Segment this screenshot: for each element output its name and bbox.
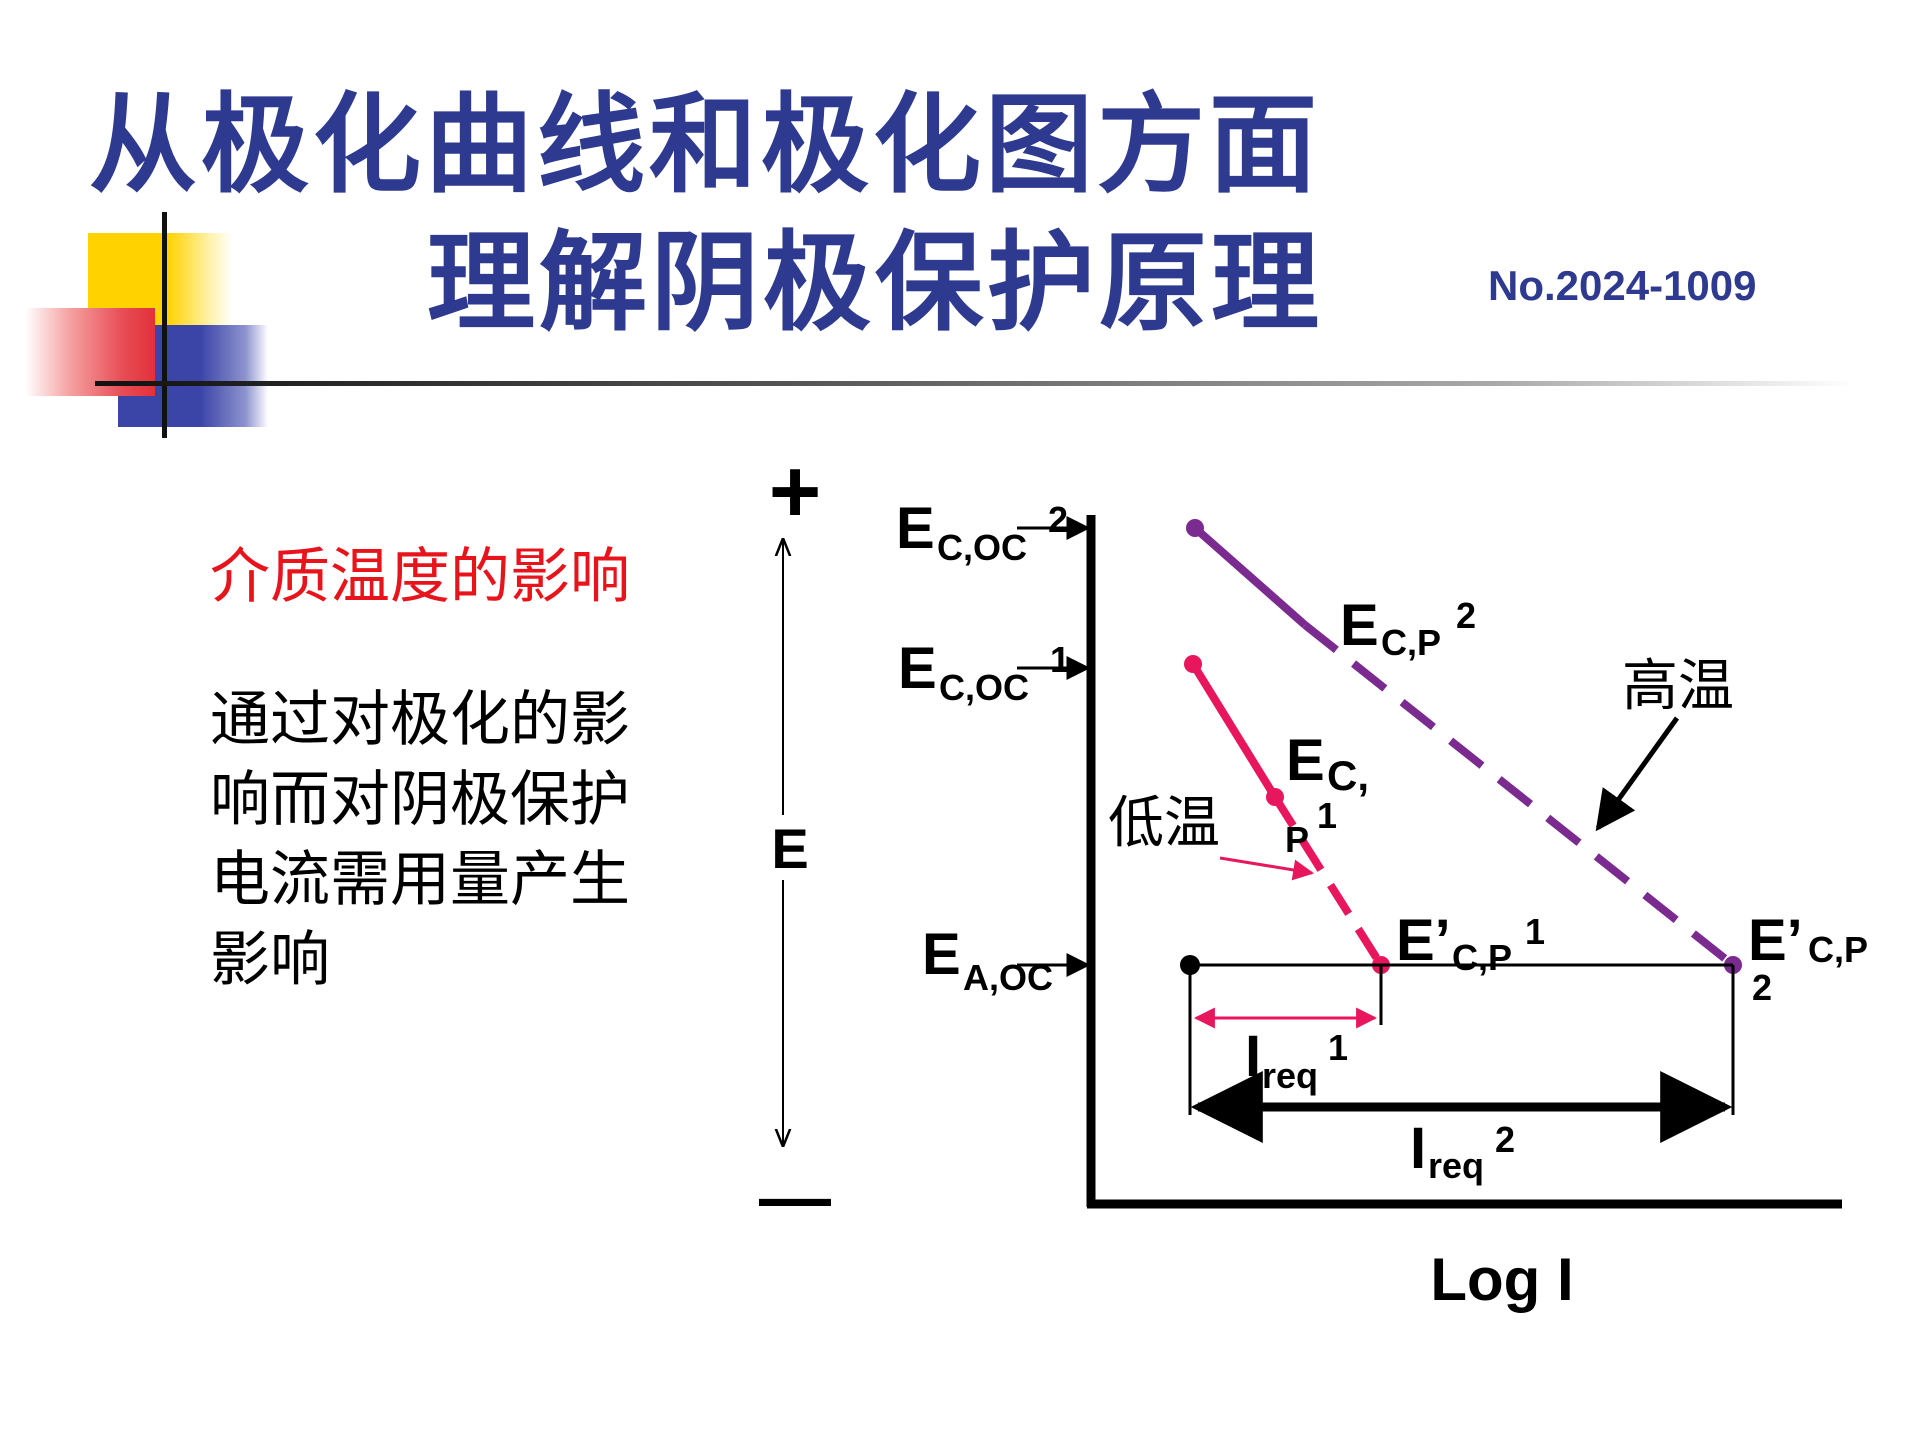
body-line: 电流需用量产生: [210, 845, 630, 915]
slide-title-line1: 从极化曲线和极化图方面: [88, 83, 1321, 208]
low-temp-start-point: [1184, 655, 1202, 673]
label-sup: 2: [1495, 1119, 1515, 1160]
body-paragraph: 通过对极化的影 响而对阴极保护 电流需用量产生 影响: [210, 680, 680, 1000]
label-e-c-oc2: E C,OC 2: [896, 496, 1068, 568]
low-temp-solid-segment: [1189, 661, 1279, 800]
label-sub: C,OC: [937, 527, 1027, 568]
body-line: 响而对阴极保护: [210, 765, 630, 835]
low-temp-mid-point: [1266, 788, 1284, 806]
label-main: E: [1340, 593, 1379, 658]
label-main: E: [898, 636, 937, 701]
label-sup: 1: [1525, 911, 1545, 952]
label-sub: C,P: [1381, 622, 1441, 663]
minus-sign: —: [759, 1158, 831, 1238]
label-i-req1: I req 1: [1245, 1024, 1348, 1096]
label-e-c-p2: E C,P 2: [1340, 593, 1476, 663]
label-sub: A,OC: [963, 957, 1053, 998]
label-sup: 2: [1048, 499, 1068, 540]
label-sup: 1: [1328, 1027, 1348, 1068]
e-axis-label: E: [771, 817, 808, 880]
label-e-c-p1: E C, P 1: [1285, 728, 1369, 860]
label-sub: C,P: [1808, 929, 1868, 970]
label-e-a-oc: E A,OC: [922, 922, 1053, 998]
deco-horizontal-rule: [95, 381, 1855, 386]
label-sub: req: [1262, 1055, 1318, 1096]
label-main: E: [922, 922, 961, 987]
x-axis-label: Log I: [1430, 1246, 1573, 1313]
label-sup: 1: [1317, 795, 1337, 836]
label-sub: 2: [1752, 967, 1772, 1008]
label-e-prime-c-p2: E’ C,P 2: [1748, 908, 1868, 1008]
label-main: E’: [1748, 908, 1803, 973]
label-e-prime-c-p1: E’ C,P 1: [1396, 908, 1545, 978]
label-main: E: [896, 496, 935, 561]
label-main: I: [1245, 1024, 1261, 1089]
high-temp-label: 高温: [1622, 654, 1734, 719]
low-temp-pointer: [1219, 856, 1315, 881]
label-i-req2: I req 2: [1410, 1116, 1515, 1186]
body-line: 影响: [210, 925, 330, 995]
deco-vertical-line: [162, 212, 167, 438]
section-heading: 介质温度的影响: [210, 542, 630, 612]
slide-title-line2: 理解阴极保护原理: [426, 221, 1323, 346]
body-line: 通过对极化的影: [210, 685, 630, 755]
high-temp-solid-segment: [1192, 524, 1308, 629]
high-temp-dashed-segment: [1302, 621, 1736, 969]
label-sub: req: [1428, 1145, 1484, 1186]
label-main: E: [1286, 728, 1325, 793]
label-main: E’: [1396, 908, 1451, 973]
label-sup: 1: [1050, 639, 1070, 680]
low-temp-dashed-segment: [1271, 794, 1385, 968]
label-main: I: [1410, 1116, 1426, 1181]
high-temp-start-point: [1186, 519, 1204, 537]
plus-sign: +: [769, 442, 822, 542]
label-sub: C,OC: [939, 667, 1029, 708]
label-sub: P: [1285, 819, 1309, 860]
label-sub: C,: [1327, 752, 1369, 799]
high-temp-pointer: [1595, 716, 1680, 832]
label-sup: 2: [1456, 595, 1476, 636]
low-temp-label: 低温: [1108, 791, 1220, 856]
label-e-c-oc1: E C,OC 1: [898, 636, 1070, 708]
document-number: No.2024-1009: [1488, 262, 1757, 309]
label-sub: C,P: [1452, 937, 1512, 978]
